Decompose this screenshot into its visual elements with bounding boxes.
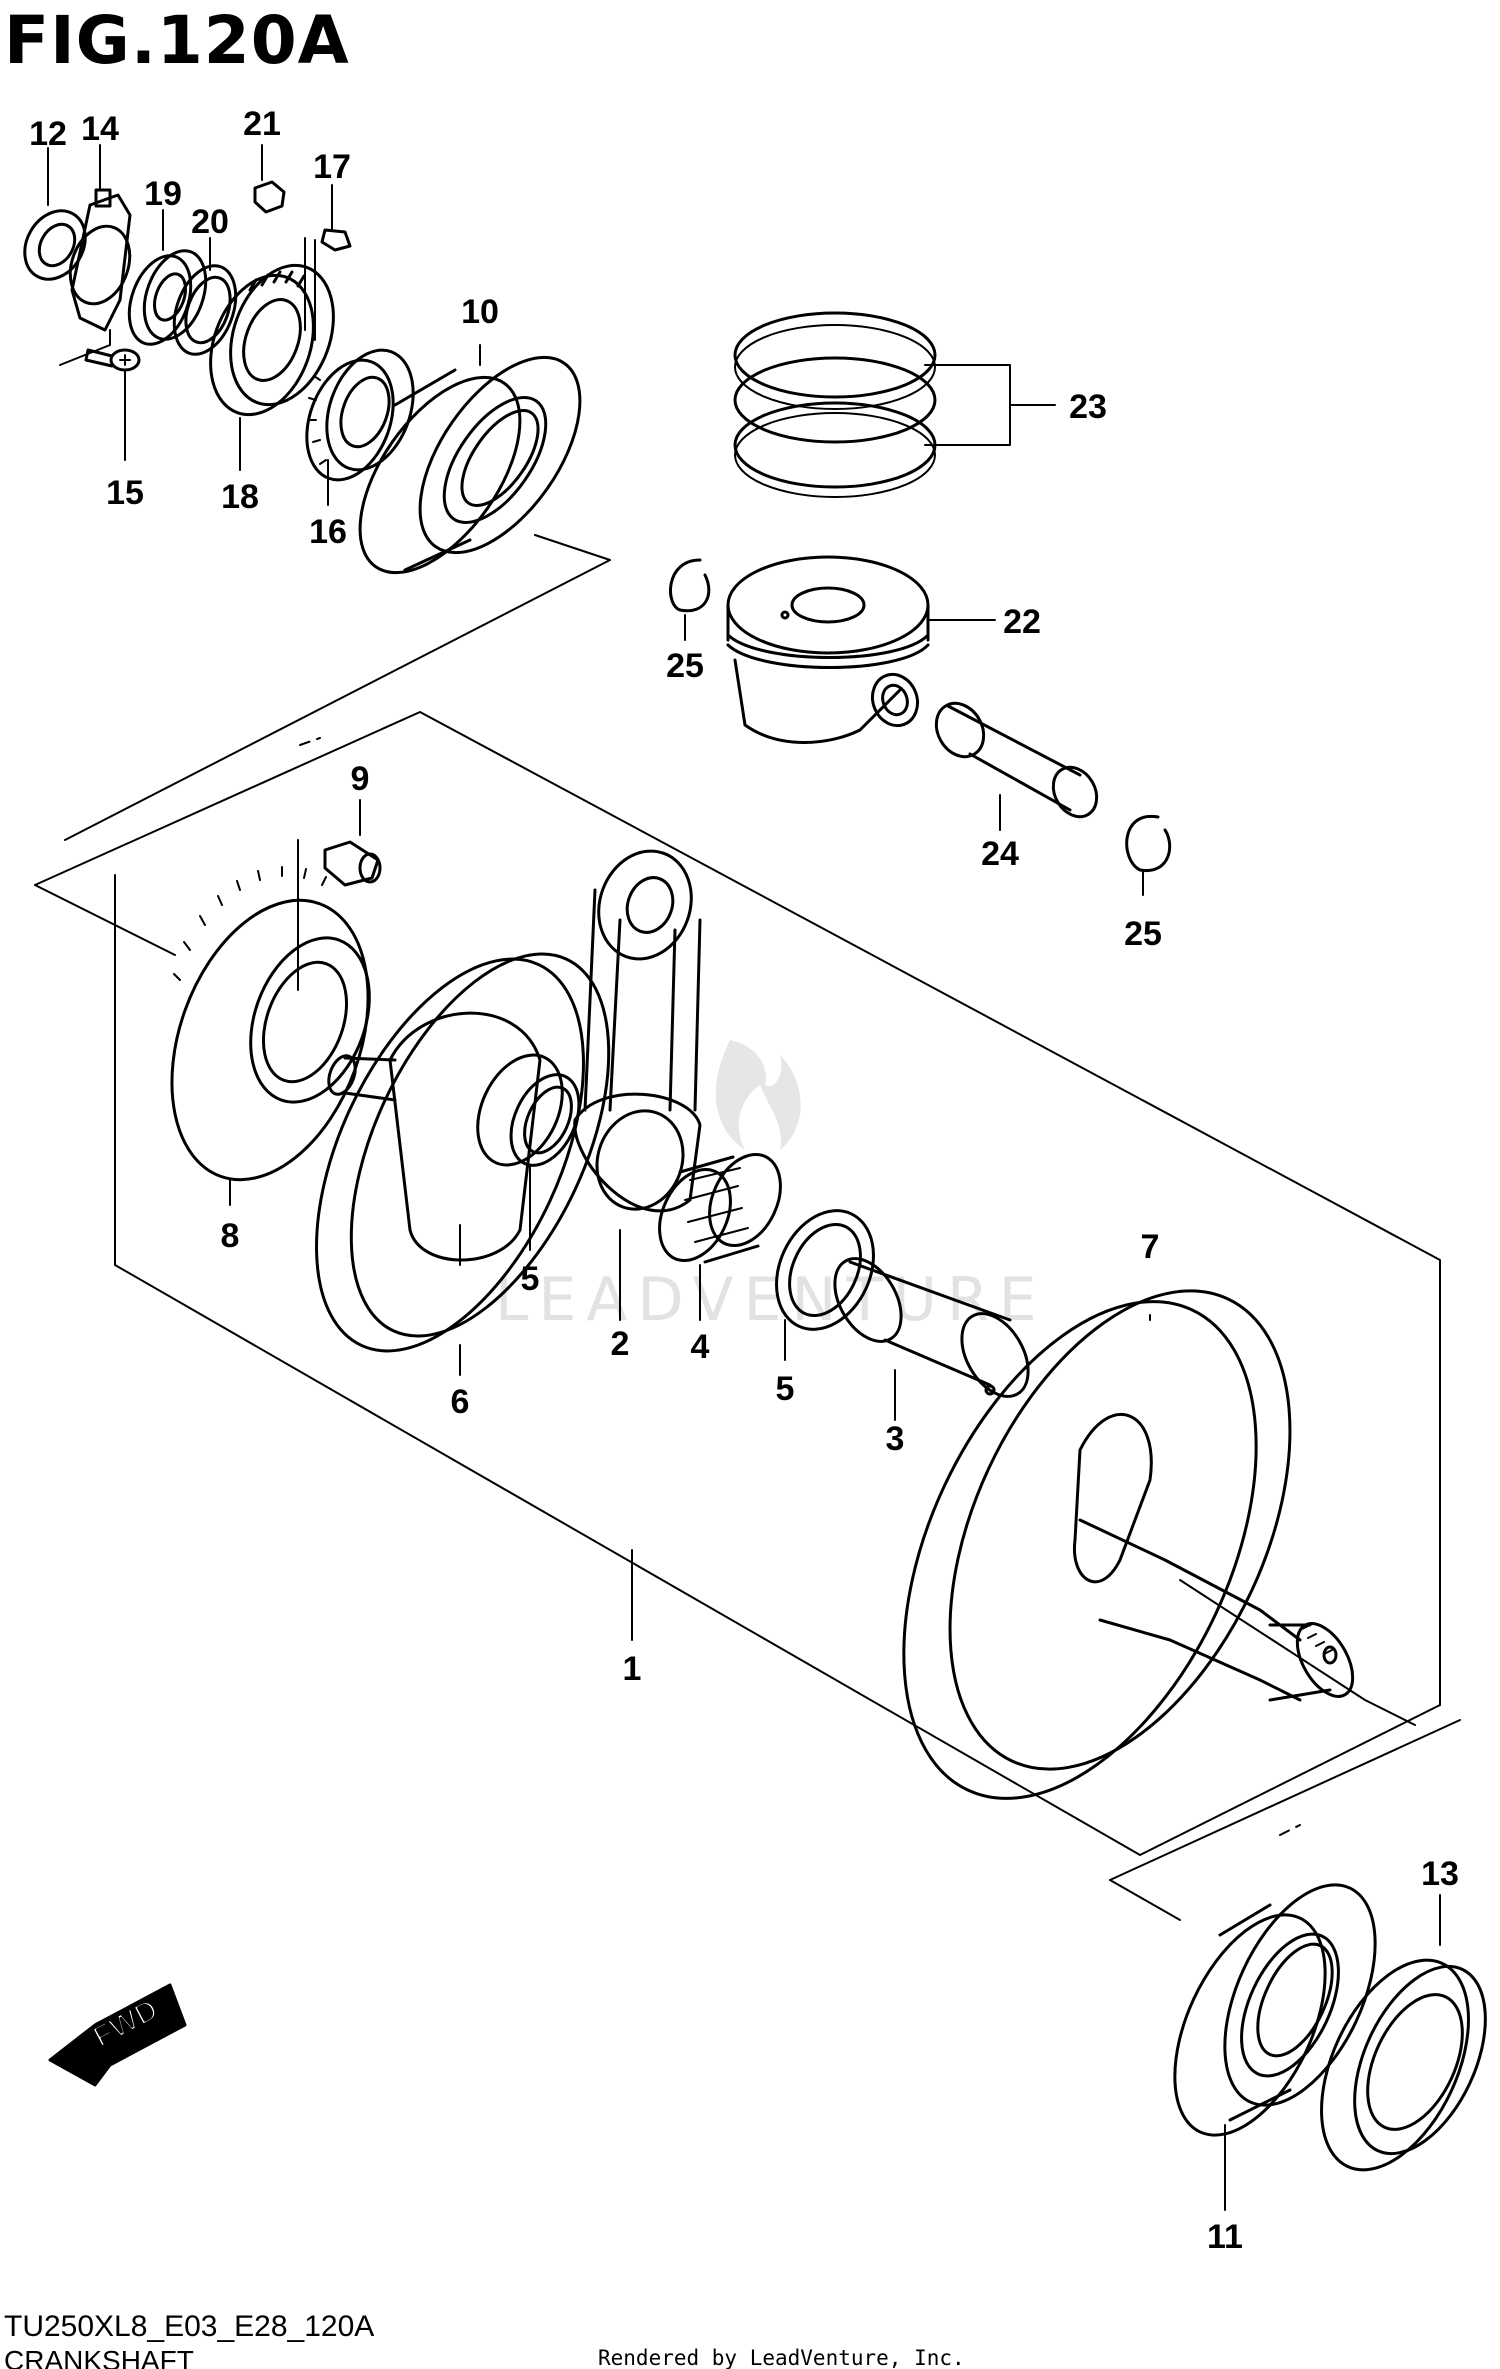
leader-box-top: [64, 534, 611, 841]
part-22-piston: [726, 555, 996, 744]
callout-15: 15: [106, 474, 144, 512]
callout-7: 7: [1141, 1228, 1160, 1266]
crankshaft-assembly-outline: [34, 711, 1461, 1921]
part-19-bearing: [127, 249, 208, 346]
callout-21: 21: [243, 105, 281, 143]
callout-numbers: 12 14 19 20 21 17 10 15 18 16 23 22 25 2…: [29, 105, 1459, 2256]
part-2-connecting-rod: [573, 849, 702, 1321]
callout-5a: 5: [521, 1260, 540, 1298]
callout-2: 2: [611, 1325, 630, 1363]
part-6-left-flywheel: [315, 952, 611, 1376]
part-16-sprocket: [305, 348, 415, 482]
watermark: LEADVENTURE: [495, 1040, 1047, 1335]
fwd-direction-badge: FWD: [48, 1983, 187, 2087]
part-20-ring: [172, 264, 238, 356]
part-11-bearing: [1173, 1883, 1377, 2211]
part-5-washer-left: [509, 1073, 581, 1251]
callout-12: 12: [29, 115, 67, 153]
callout-14: 14: [81, 110, 119, 148]
callout-19: 19: [144, 175, 182, 213]
part-23-piston-rings: [733, 311, 1056, 498]
section-name: CRANKSHAFT: [4, 2345, 194, 2369]
callout-22: 22: [1003, 603, 1041, 641]
part-8-reluctor: [170, 866, 371, 1206]
callout-25b: 25: [1124, 915, 1162, 953]
part-12-seal: [23, 209, 87, 281]
part-17-clip: [320, 228, 352, 252]
callout-4: 4: [691, 1328, 710, 1366]
part-9-plug: [297, 799, 382, 991]
callout-3: 3: [886, 1420, 905, 1458]
callout-1: 1: [623, 1650, 642, 1688]
part-4-needle-bearing: [658, 1152, 782, 1321]
callout-13: 13: [1421, 1855, 1459, 1893]
part-25-circlips: [668, 558, 1172, 896]
callout-23: 23: [1069, 388, 1107, 426]
part-3-crank-pin: [833, 1257, 1030, 1421]
part-10-bearing: [358, 355, 582, 575]
part-5-washer-right: [775, 1209, 875, 1361]
left-shaft: [327, 1054, 397, 1102]
model-code: TU250XL8_E03_E28_120A: [4, 2310, 375, 2343]
callout-8: 8: [221, 1217, 240, 1255]
callout-17: 17: [313, 148, 351, 186]
part-18-gear: [209, 263, 335, 417]
callout-6: 6: [451, 1383, 470, 1421]
callout-16: 16: [309, 513, 347, 551]
callout-9: 9: [351, 760, 370, 798]
part-21-key: [253, 180, 286, 214]
callout-11: 11: [1207, 2218, 1243, 2256]
part-13-seal: [1320, 1894, 1487, 2172]
part-15-screw: [84, 348, 141, 372]
render-credit: Rendered by LeadVenture, Inc.: [598, 2346, 965, 2369]
callout-18: 18: [221, 478, 259, 516]
callout-5b: 5: [776, 1370, 795, 1408]
part-24-piston-pin: [934, 701, 1099, 831]
callout-10: 10: [461, 293, 499, 331]
watermark-text: LEADVENTURE: [495, 1265, 1047, 1335]
callout-20: 20: [191, 203, 229, 241]
callout-24: 24: [981, 835, 1019, 873]
callout-25a: 25: [666, 647, 704, 685]
figure-title: FIG.120A: [4, 2, 350, 79]
leader-lines-top-left: [47, 144, 481, 506]
part-14-plate: [68, 188, 132, 332]
part-7-right-flywheel: [902, 1289, 1355, 1800]
